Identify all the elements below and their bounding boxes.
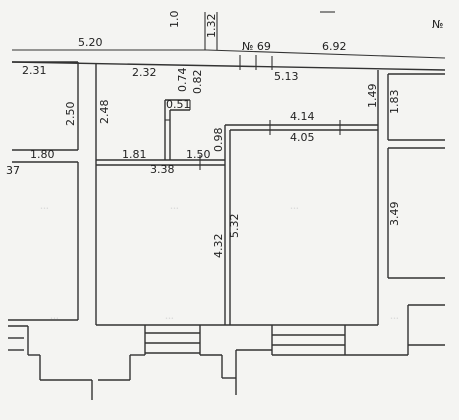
watermark: ••• [40, 206, 49, 212]
top-wall-lines [11, 11, 446, 71]
room-number-label: № 69 [242, 40, 271, 53]
dim-0-82: 0.82 [191, 70, 204, 95]
left-apartment-walls [8, 61, 79, 321]
dim-2-48: 2.48 [98, 100, 111, 125]
dim-1-80: 1.80 [30, 148, 55, 161]
dim-1-83: 1.83 [388, 90, 401, 115]
right-neighbour-walls [387, 73, 445, 279]
dim-3-38: 3.38 [150, 163, 175, 176]
dim-37: 37 [6, 164, 20, 177]
dim-4-05: 4.05 [290, 131, 315, 144]
entrance-area [8, 304, 445, 400]
dim-top-partial: 1.0 [168, 11, 181, 29]
dim-1-81: 1.81 [122, 148, 147, 161]
dim-2-50: 2.50 [64, 102, 77, 127]
dim-4-14: 4.14 [290, 110, 315, 123]
dim-4-32: 4.32 [212, 234, 225, 259]
dim-2-31: 2.31 [22, 64, 47, 77]
dim-0-98: 0.98 [212, 128, 225, 153]
dim-2-32: 2.32 [132, 66, 157, 79]
watermark: ••• [170, 206, 179, 212]
dim-3-49: 3.49 [388, 202, 401, 227]
dim-5-20: 5.20 [78, 36, 103, 49]
watermark: ••• [165, 316, 174, 322]
corner-number-label: № [432, 18, 443, 31]
dim-1-50: 1.50 [186, 148, 211, 161]
watermark: ••• [390, 316, 399, 322]
dim-1-32: 1.32 [205, 14, 218, 39]
dim-5-32: 5.32 [228, 214, 241, 239]
main-apartment-walls [95, 64, 379, 326]
dim-0-51: 0.51 [166, 98, 191, 111]
dim-6-92: 6.92 [322, 40, 347, 53]
dim-0-74: 0.74 [176, 68, 189, 93]
watermark: ••• [290, 206, 299, 212]
dim-5-13: 5.13 [274, 70, 299, 83]
watermark: ••• [50, 316, 59, 322]
dim-1-49: 1.49 [366, 84, 379, 109]
